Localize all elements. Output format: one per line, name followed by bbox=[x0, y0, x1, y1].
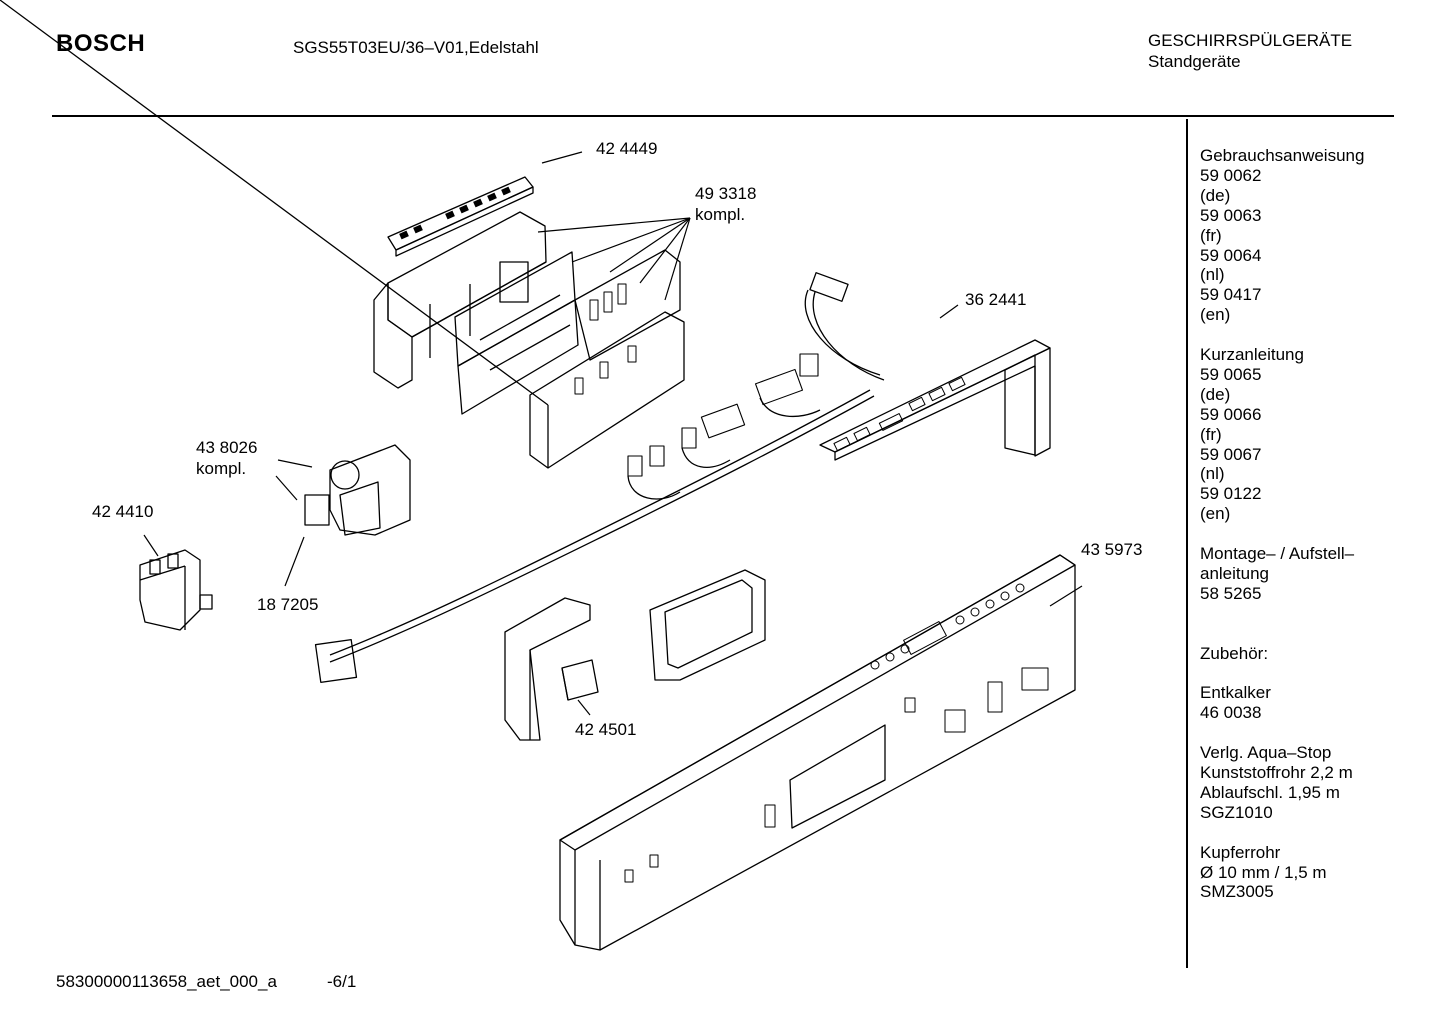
copper-line-1: Kupferrohr bbox=[1200, 842, 1281, 862]
descaler-part-number: 46 0038 bbox=[1200, 703, 1262, 723]
label-493318-kompl: kompl. bbox=[695, 205, 746, 224]
short-guide-line: (en) bbox=[1200, 504, 1231, 524]
panel-end-piece bbox=[504, 597, 591, 741]
descaler-name: Entkalker bbox=[1200, 683, 1271, 703]
aquastop-part-number: SGZ1010 bbox=[1200, 802, 1273, 822]
aquastop-group: Verlg. Aqua–Stop Kunststoffrohr 2,2 m Ab… bbox=[1200, 743, 1430, 823]
manual-line: 59 0062 bbox=[1200, 165, 1262, 185]
copper-part-number: SMZ3005 bbox=[1200, 882, 1274, 902]
document-id: 58300000113658_aet_000_a bbox=[56, 972, 277, 991]
short-guide-line: (de) bbox=[1200, 384, 1231, 404]
page-number: -6/1 bbox=[327, 972, 357, 991]
leader-lines bbox=[143, 151, 1083, 716]
manual-title: Gebrauchsanweisung bbox=[1200, 146, 1365, 165]
label-187205: 18 7205 bbox=[257, 595, 319, 614]
part-424410-relay bbox=[139, 549, 213, 631]
install-group: Montage– / Aufstell– anleitung 58 5265 bbox=[1200, 544, 1430, 604]
aquastop-line-2: Kunststoffrohr 2,2 m bbox=[1200, 763, 1353, 783]
manual-line: (fr) bbox=[1200, 225, 1222, 245]
manual-line: 59 0064 bbox=[1200, 245, 1262, 265]
accessories-group: Zubehör: bbox=[1200, 644, 1430, 664]
label-435973: 43 5973 bbox=[1081, 540, 1143, 559]
header-divider bbox=[52, 115, 1394, 117]
label-438026-kompl: kompl. bbox=[196, 459, 247, 478]
category-line-1: GESCHIRRSPÜLGERÄTE bbox=[1148, 31, 1353, 50]
wire-harness bbox=[314, 272, 885, 683]
short-guide-line: (nl) bbox=[1200, 464, 1225, 484]
category-heading: GESCHIRRSPÜLGERÄTE Standgeräte bbox=[1148, 30, 1352, 72]
short-guide-group: Kurzanleitung 59 0065 (de) 59 0066 (fr) … bbox=[1200, 345, 1430, 524]
install-part-number: 58 5265 bbox=[1200, 583, 1262, 603]
descaler-group: Entkalker 46 0038 bbox=[1200, 683, 1430, 723]
manual-line: 59 0063 bbox=[1200, 205, 1262, 225]
model-title: SGS55T03EU/36–V01,Edelstahl bbox=[293, 38, 539, 57]
manual-line: (nl) bbox=[1200, 265, 1225, 285]
manual-line: (en) bbox=[1200, 305, 1231, 325]
part-424449-key-strip bbox=[387, 176, 534, 257]
copper-group: Kupferrohr Ø 10 mm / 1,5 m SMZ3005 bbox=[1200, 843, 1430, 903]
part-435973-control-panel bbox=[559, 554, 1076, 951]
install-line-1: Montage– / Aufstell– bbox=[1200, 544, 1355, 564]
label-438026: 43 8026 bbox=[196, 438, 258, 457]
label-424501: 42 4501 bbox=[575, 720, 637, 739]
manual-line: (de) bbox=[1200, 185, 1231, 205]
part-438026-switch-assembly bbox=[304, 444, 411, 536]
short-guide-line: 59 0067 bbox=[1200, 444, 1262, 464]
part-493318-control-module bbox=[0, 0, 685, 469]
part-362441-panel-strip bbox=[819, 339, 1051, 461]
aquastop-line-1: Verlg. Aqua–Stop bbox=[1200, 743, 1332, 763]
category-line-2: Standgeräte bbox=[1148, 52, 1241, 71]
documents-sidebar: Gebrauchsanweisung 59 0062 (de) 59 0063 … bbox=[1200, 146, 1430, 922]
short-guide-title: Kurzanleitung bbox=[1200, 345, 1304, 365]
accessories-title: Zubehör: bbox=[1200, 643, 1269, 663]
short-guide-line: 59 0065 bbox=[1200, 364, 1262, 384]
short-guide-line: (fr) bbox=[1200, 424, 1222, 444]
label-362441: 36 2441 bbox=[965, 290, 1027, 309]
manual-line: 59 0417 bbox=[1200, 285, 1262, 305]
short-guide-line: 59 0066 bbox=[1200, 404, 1262, 424]
manual-group: Gebrauchsanweisung 59 0062 (de) 59 0063 … bbox=[1200, 146, 1430, 325]
install-line-2: anleitung bbox=[1200, 564, 1270, 583]
copper-line-2: Ø 10 mm / 1,5 m bbox=[1200, 862, 1327, 882]
label-424449: 42 4449 bbox=[596, 139, 658, 158]
part-424501-block bbox=[561, 659, 599, 701]
sidebar-divider bbox=[1186, 119, 1188, 968]
exploded-parts-drawing bbox=[0, 0, 1083, 951]
short-guide-line: 59 0122 bbox=[1200, 484, 1262, 504]
aquastop-line-3: Ablaufschl. 1,95 m bbox=[1200, 782, 1340, 802]
label-493318: 49 3318 bbox=[695, 184, 757, 203]
handle-frame bbox=[649, 569, 766, 681]
label-424410: 42 4410 bbox=[92, 502, 154, 521]
